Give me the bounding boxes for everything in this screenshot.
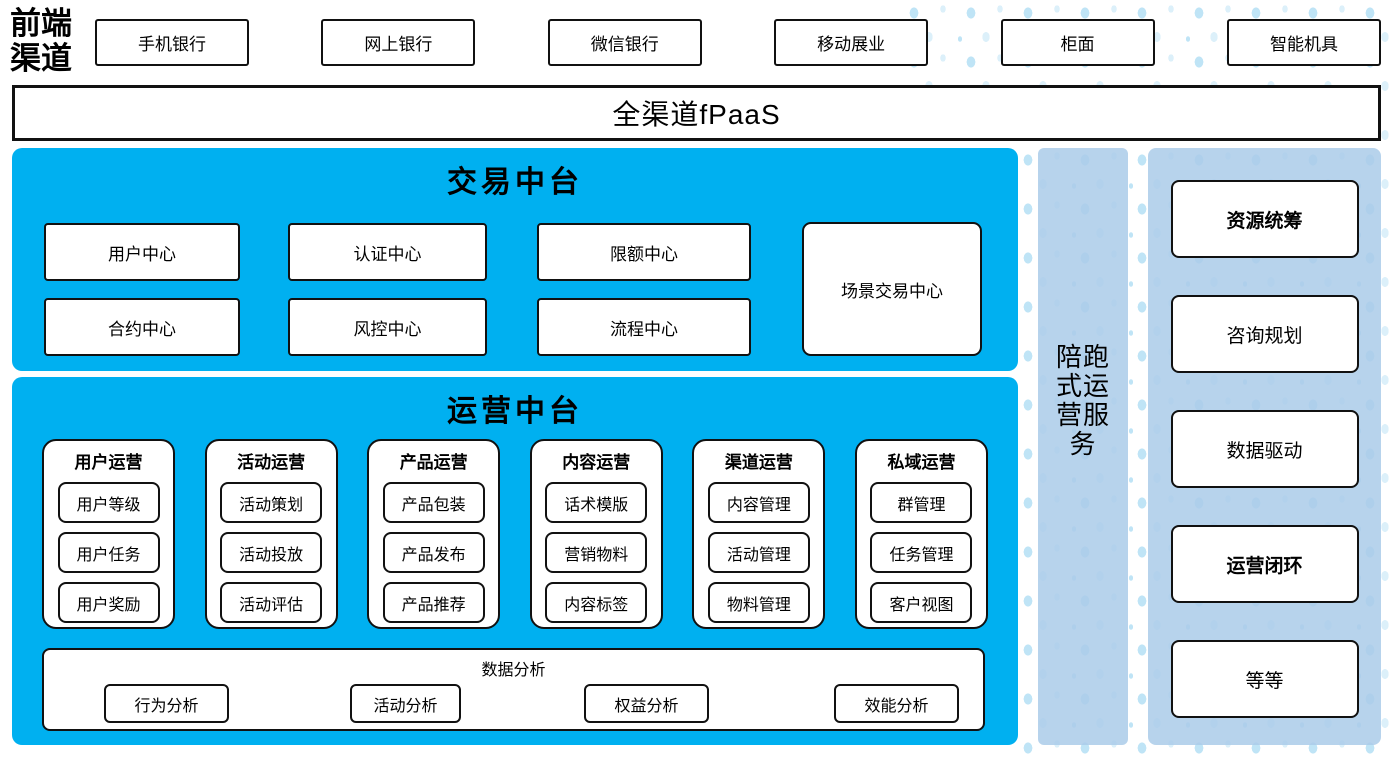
channel-box-wechat-banking: 微信银行 bbox=[547, 19, 702, 66]
auth-center-box: 认证中心 bbox=[288, 223, 487, 281]
data-driven-box: 数据驱动 bbox=[1170, 410, 1359, 488]
group-title: 私域运营 bbox=[887, 453, 956, 472]
etc-box: 等等 bbox=[1170, 640, 1359, 718]
channel-box-smart-devices: 智能机具 bbox=[1226, 19, 1381, 66]
resource-coordination-box: 资源统筹 bbox=[1170, 180, 1359, 258]
operations-platform-title: 运营中台 bbox=[447, 395, 583, 428]
group-item: 产品包装 bbox=[382, 482, 485, 523]
group-item: 用户等级 bbox=[57, 482, 160, 523]
contract-center-box: 合约中心 bbox=[44, 298, 240, 356]
group-item: 物料管理 bbox=[707, 582, 810, 623]
front-channels-row: 手机银行 网上银行 微信银行 移动展业 柜面 智能机具 bbox=[95, 19, 1381, 66]
operations-platform-block: 运营中台 用户运营 用户等级 用户任务 用户奖励 活动运营 活动策划 活动投放 … bbox=[12, 377, 1018, 745]
scenario-trading-center-box: 场景交易中心 bbox=[802, 222, 982, 356]
fpaas-bar: 全渠道fPaaS bbox=[12, 85, 1381, 141]
group-item: 产品推荐 bbox=[382, 582, 485, 623]
data-analysis-panel: 数据分析 行为分析 活动分析 权益分析 效能分析 bbox=[42, 648, 985, 731]
group-item: 产品发布 bbox=[382, 532, 485, 573]
channel-box-counter: 柜面 bbox=[1000, 19, 1155, 66]
group-item: 话术模版 bbox=[545, 482, 648, 523]
companion-service-label: 陪跑式运营服务 bbox=[1055, 341, 1110, 459]
group-product-ops: 产品运营 产品包装 产品发布 产品推荐 bbox=[367, 439, 501, 629]
behavior-analysis-box: 行为分析 bbox=[104, 684, 229, 723]
group-title: 用户运营 bbox=[74, 453, 143, 472]
channel-box-mobile-banking: 手机银行 bbox=[95, 19, 249, 66]
group-item: 内容标签 bbox=[545, 582, 648, 623]
group-item: 任务管理 bbox=[870, 532, 973, 573]
group-title: 活动运营 bbox=[237, 453, 306, 472]
group-activity-ops: 活动运营 活动策划 活动投放 活动评估 bbox=[204, 439, 338, 629]
operations-groups-row: 用户运营 用户等级 用户任务 用户奖励 活动运营 活动策划 活动投放 活动评估 … bbox=[42, 439, 988, 629]
group-private-domain-ops: 私域运营 群管理 任务管理 客户视图 bbox=[854, 439, 988, 629]
activity-analysis-box: 活动分析 bbox=[350, 684, 461, 723]
channel-box-online-banking: 网上银行 bbox=[321, 19, 476, 66]
front-channels-label: 前端渠道 bbox=[10, 6, 72, 76]
group-title: 渠道运营 bbox=[724, 453, 793, 472]
group-item: 活动策划 bbox=[220, 482, 323, 523]
limit-center-box: 限额中心 bbox=[537, 223, 751, 281]
group-item: 内容管理 bbox=[707, 482, 810, 523]
group-title: 产品运营 bbox=[399, 453, 468, 472]
group-item: 用户奖励 bbox=[57, 582, 160, 623]
group-item: 活动评估 bbox=[220, 582, 323, 623]
risk-center-box: 风控中心 bbox=[288, 298, 487, 356]
trading-platform-title: 交易中台 bbox=[447, 166, 583, 199]
consulting-planning-box: 咨询规划 bbox=[1170, 295, 1359, 373]
group-channel-ops: 渠道运营 内容管理 活动管理 物料管理 bbox=[692, 439, 826, 629]
group-content-ops: 内容运营 话术模版 营销物料 内容标签 bbox=[529, 439, 663, 629]
efficiency-analysis-box: 效能分析 bbox=[834, 684, 959, 723]
trading-platform-block: 交易中台 用户中心 认证中心 限额中心 合约中心 风控中心 流程中心 场景交易中… bbox=[12, 148, 1018, 371]
operations-loop-box: 运营闭环 bbox=[1170, 525, 1359, 603]
group-user-ops: 用户运营 用户等级 用户任务 用户奖励 bbox=[42, 439, 175, 629]
group-item: 用户任务 bbox=[57, 532, 160, 573]
fpaas-label: 全渠道fPaaS bbox=[612, 99, 781, 130]
channel-box-mobile-expansion: 移动展业 bbox=[774, 19, 929, 66]
service-items-column: 资源统筹 咨询规划 数据驱动 运营闭环 等等 bbox=[1148, 148, 1381, 745]
user-center-box: 用户中心 bbox=[44, 223, 240, 281]
group-item: 活动投放 bbox=[220, 532, 323, 573]
group-item: 营销物料 bbox=[545, 532, 648, 573]
process-center-box: 流程中心 bbox=[537, 298, 751, 356]
group-item: 客户视图 bbox=[870, 582, 973, 623]
group-title: 内容运营 bbox=[562, 453, 631, 472]
data-analysis-title: 数据分析 bbox=[481, 662, 546, 679]
rights-analysis-box: 权益分析 bbox=[584, 684, 709, 723]
group-item: 群管理 bbox=[870, 482, 973, 523]
group-item: 活动管理 bbox=[707, 532, 810, 573]
companion-operation-service-column: 陪跑式运营服务 bbox=[1038, 148, 1128, 745]
